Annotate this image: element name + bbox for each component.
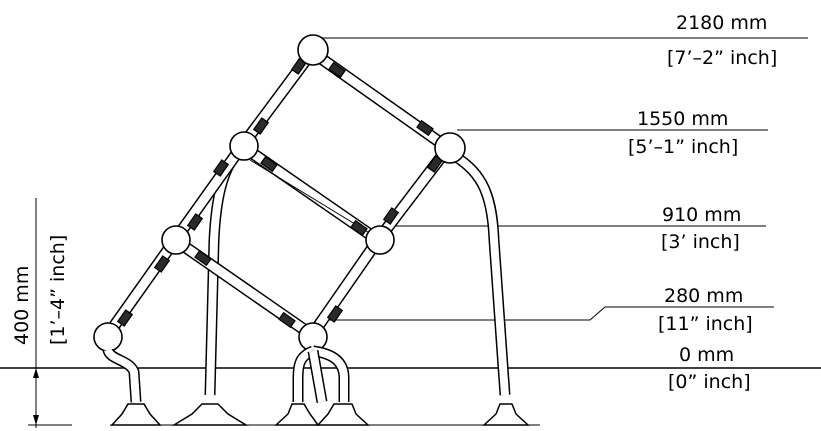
clearance-mm-label: 400 mm (11, 266, 33, 345)
support-legs (102, 345, 350, 403)
level-910-inch-label: [3’ inch] (661, 231, 740, 253)
level-1550-inch-label: [5’–1” inch] (628, 136, 738, 158)
level-0-mm-label: 0 mm (679, 344, 734, 366)
level-1550-mm-label: 1550 mm (637, 108, 728, 130)
level-labels: 2180 mm [7’–2” inch] 1550 mm [5’–1” inch… (628, 12, 777, 393)
level-2180-inch-label: [7’–2” inch] (667, 47, 777, 69)
level-910-mm-label: 910 mm (662, 204, 741, 226)
level-2180-mm-label: 2180 mm (676, 12, 767, 34)
base-plates (110, 403, 540, 426)
joint-balls (93, 34, 466, 352)
level-280-mm-label: 280 mm (664, 285, 743, 307)
level-0-inch-label: [0” inch] (668, 371, 751, 393)
clearance-inch-label: [1’–4” inch] (47, 235, 69, 345)
ladder-frame (102, 47, 453, 340)
clearance-dimension: 400 mm [1’–4” inch] (11, 198, 72, 428)
level-280-inch-label: [11” inch] (658, 313, 753, 335)
level-leader-lines (315, 37, 808, 321)
